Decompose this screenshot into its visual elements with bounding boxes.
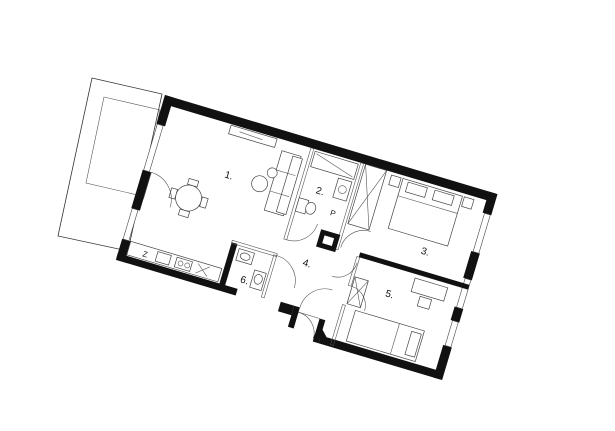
room-3-label: 3.	[419, 246, 430, 259]
bedroom-3-furniture	[340, 163, 475, 248]
room-6-label: 6.	[239, 274, 250, 287]
interior-walls	[218, 147, 470, 346]
entrance-arrow-icon	[313, 325, 327, 338]
outer-walls	[115, 94, 498, 381]
bathroom-6-fixtures	[235, 248, 296, 292]
kitchen: Z	[126, 240, 223, 283]
right-windows	[444, 212, 491, 348]
living-room-furniture	[143, 124, 303, 219]
room-5-label: 5.	[384, 288, 395, 301]
washer-marker: P	[329, 208, 337, 218]
bathroom-2-fixtures: P	[286, 150, 359, 242]
room-2-label: 2.	[314, 185, 325, 198]
room-4-label: 4.	[301, 258, 312, 271]
bedroom-5-furniture	[345, 276, 449, 363]
left-windows	[122, 123, 164, 242]
apartment: Z P	[115, 94, 498, 381]
fridge-marker: Z	[141, 249, 148, 259]
room-1-label: 1.	[223, 170, 234, 183]
hall	[299, 262, 358, 308]
